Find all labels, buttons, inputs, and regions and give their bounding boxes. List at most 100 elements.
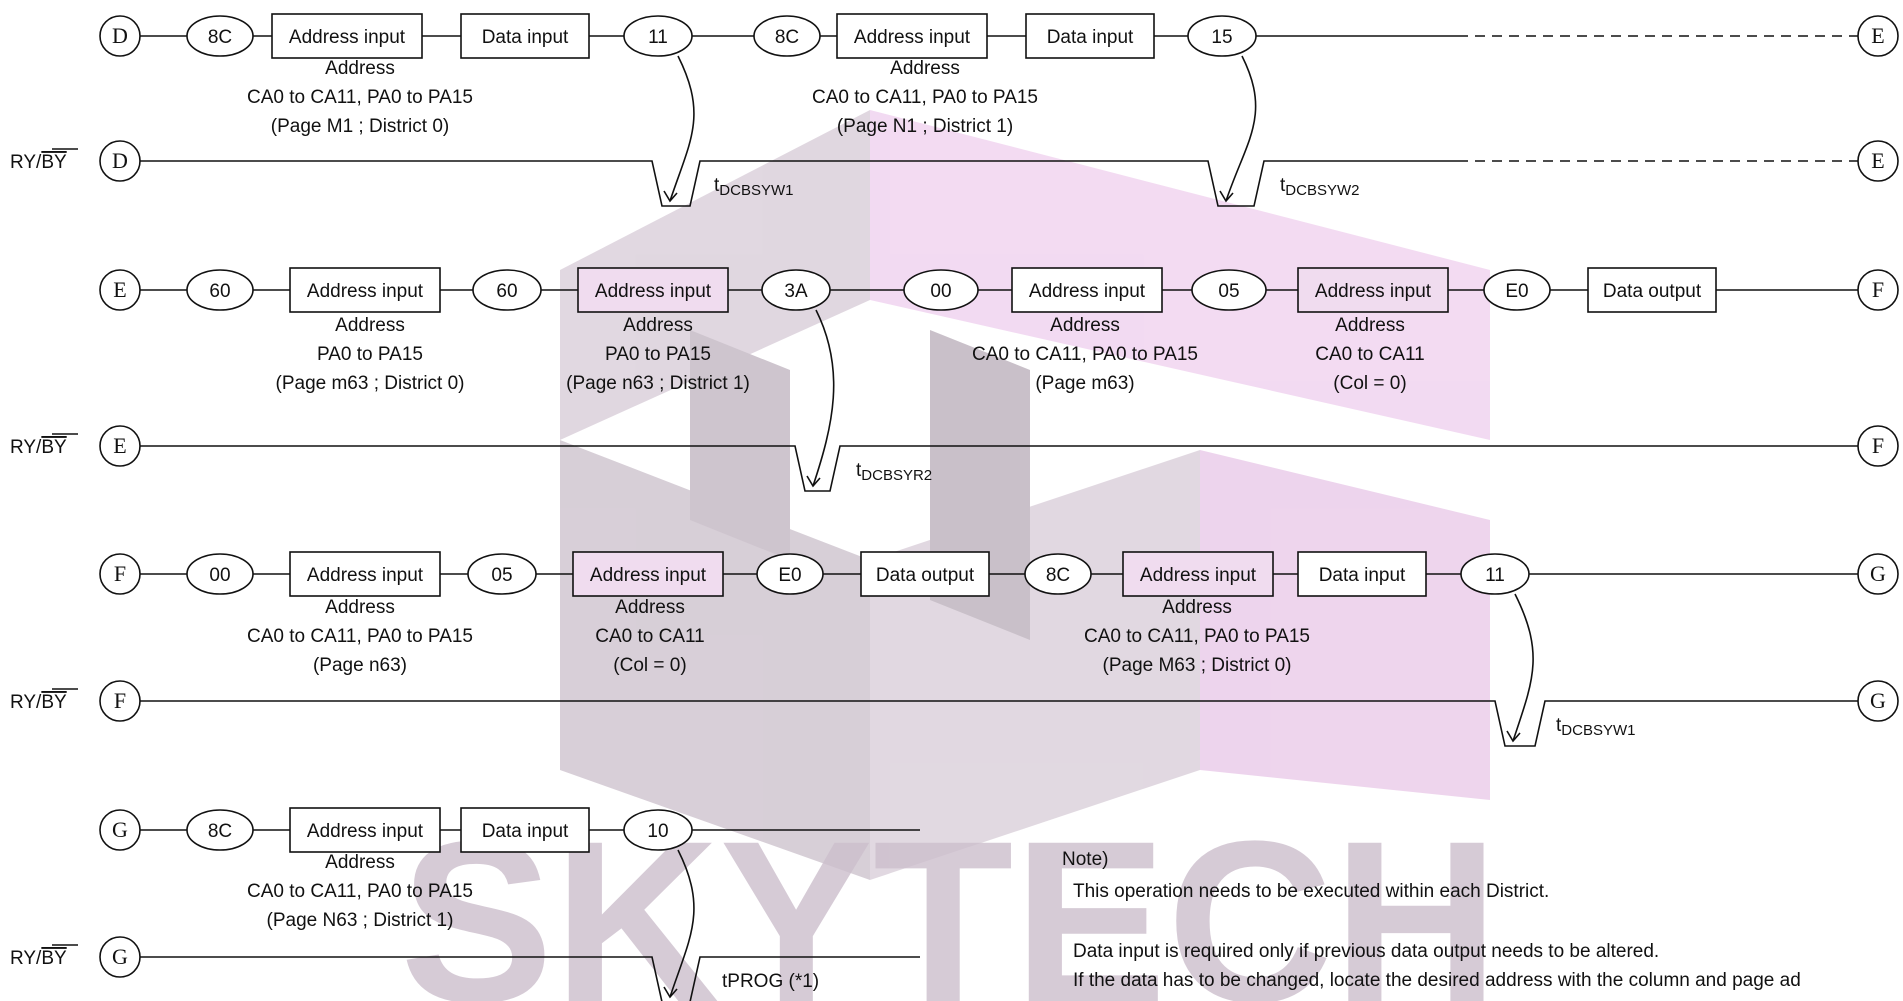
row-1-timing-label-2: tDCBSYW2 — [1280, 175, 1359, 199]
row-4-command-8c-0 — [186, 809, 254, 851]
row-2-caption-3-line-3: (Page m63) — [1035, 373, 1134, 394]
row-3-command-8c-6 — [1024, 553, 1092, 595]
row-2-ry-by-label: RY/BY — [10, 437, 67, 458]
row-3-address-input-7-label: Address input — [1140, 565, 1257, 586]
row-2-timing-label-1: tDCBSYR2 — [856, 460, 932, 484]
row-2-ry-connector-left-label: E — [113, 433, 126, 458]
row-4-ry-connector-left-label: G — [112, 944, 128, 969]
row-3-command-11-9-label: 11 — [1485, 565, 1505, 586]
row-1-timing-arrow-2 — [1225, 55, 1257, 202]
row-3-caption-1-line-2: CA0 to CA11, PA0 to PA15 — [247, 626, 473, 647]
row-2-address-input-8-label: Address input — [1315, 281, 1432, 302]
row-2-connector-right — [1857, 269, 1899, 311]
row-2-command-60-2-label: 60 — [496, 281, 517, 302]
row-4-caption-1-line-2: CA0 to CA11, PA0 to PA15 — [247, 881, 473, 902]
row-1-address-input-1-label: Address input — [289, 27, 406, 48]
row-1-caption-2-line-3: (Page N1 ; District 1) — [837, 116, 1013, 137]
row-3-connector-left-label: F — [114, 561, 126, 586]
note-line-2: Data input is required only if previous … — [1073, 941, 1660, 962]
row-2-data-output-10 — [1587, 267, 1717, 313]
row-2-address-input-8 — [1297, 267, 1449, 313]
row-4-connector-left-label: G — [112, 817, 128, 842]
row-2-ry-by-waveform — [140, 445, 1858, 492]
row-2-caption-1-line-1: Address — [335, 315, 405, 336]
row-1-command-8c-0 — [186, 15, 254, 57]
row-1-ry-by-waveform — [140, 160, 1458, 207]
row-4-connector-left — [99, 809, 141, 851]
row-4-caption-1-line-3: (Page N63 ; District 1) — [267, 910, 454, 931]
row-2-caption-1-line-2: PA0 to PA15 — [317, 344, 423, 365]
row-2-caption-2-line-2: PA0 to PA15 — [605, 344, 711, 365]
row-1-ry-connector-right-label: E — [1871, 148, 1884, 173]
row-1-command-15-7 — [1187, 15, 1257, 57]
note-line-1: This operation needs to be executed with… — [1073, 881, 1550, 902]
row-3-address-input-1 — [289, 551, 441, 597]
row-2-command-60-0-label: 60 — [209, 281, 230, 302]
row-2-command-05-7 — [1191, 269, 1267, 311]
row-1-address-input-5 — [836, 13, 988, 59]
row-3-data-output-5 — [860, 551, 990, 597]
row-2-command-00-5-label: 00 — [930, 281, 951, 302]
row-3-timing-label-1: tDCBSYW1 — [1556, 715, 1635, 739]
row-1-caption-1-line-2: CA0 to CA11, PA0 to PA15 — [247, 87, 473, 108]
row-4-address-input-1-label: Address input — [307, 821, 424, 842]
row-1-caption-1-line-3: (Page M1 ; District 0) — [271, 116, 449, 137]
row-1-timing-arrow-1 — [669, 55, 695, 202]
row-4-ry-by-waveform — [140, 956, 920, 1001]
row-3-command-00-0-label: 00 — [209, 565, 230, 586]
row-3-caption-2-line-3: (Col = 0) — [613, 655, 686, 676]
row-1-data-input-2-label: Data input — [482, 27, 569, 48]
row-3-caption-3-line-3: (Page M63 ; District 0) — [1103, 655, 1292, 676]
row-1-command-8c-0-label: 8C — [208, 27, 232, 48]
row-1-timing-arrowhead-1 — [663, 190, 678, 203]
row-2-data-output-10-label: Data output — [1603, 281, 1702, 302]
row-3-caption-2-line-2: CA0 to CA11 — [595, 626, 704, 647]
row-1-caption-2-line-1: Address — [890, 58, 960, 79]
row-4-timing-arrowhead-1 — [663, 986, 678, 999]
row-4-command-8c-0-label: 8C — [208, 821, 232, 842]
row-1-data-input-6 — [1025, 13, 1155, 59]
row-2-caption-3-line-1: Address — [1050, 315, 1120, 336]
row-2-connector-left-label: E — [113, 277, 126, 302]
row-2-connector-left — [99, 269, 141, 311]
row-3-caption-2-line-1: Address — [615, 597, 685, 618]
row-2-command-60-2 — [472, 269, 542, 311]
row-3-command-00-0 — [186, 553, 254, 595]
row-3-command-e0-4 — [756, 553, 824, 595]
row-2-command-e0-9 — [1483, 269, 1551, 311]
row-3-command-05-2 — [467, 553, 537, 595]
row-1-connector-right — [1857, 15, 1899, 57]
row-1-command-11-3-label: 11 — [648, 27, 668, 48]
row-2-address-input-3-label: Address input — [595, 281, 712, 302]
row-1-caption-1-line-1: Address — [325, 58, 395, 79]
row-3-connector-right — [1857, 553, 1899, 595]
row-2-caption-4-line-1: Address — [1335, 315, 1405, 336]
row-2-command-60-0 — [186, 269, 254, 311]
row-2-connector-right-label: F — [1872, 277, 1884, 302]
row-4-data-input-2 — [460, 807, 590, 853]
row-3-caption-1-line-3: (Page n63) — [313, 655, 407, 676]
row-1-connector-left — [99, 15, 141, 57]
row-3-command-11-9 — [1460, 553, 1530, 595]
row-1-connector-right-label: E — [1871, 23, 1884, 48]
row-4-data-input-2-label: Data input — [482, 821, 569, 842]
row-3-address-input-1-label: Address input — [307, 565, 424, 586]
row-2-caption-4-line-3: (Col = 0) — [1333, 373, 1406, 394]
row-3-data-input-8 — [1297, 551, 1427, 597]
row-1-caption-2-line-2: CA0 to CA11, PA0 to PA15 — [812, 87, 1038, 108]
row-3-data-output-5-label: Data output — [876, 565, 975, 586]
row-2-caption-4-line-2: CA0 to CA11 — [1315, 344, 1424, 365]
row-4-timing-label-1: tPROG (*1) — [722, 971, 819, 992]
row-3-address-input-7 — [1122, 551, 1274, 597]
note-title: Note) — [1062, 849, 1109, 870]
row-2-timing-arrow-1 — [812, 309, 835, 487]
row-3-connector-right-label: G — [1870, 561, 1886, 586]
note-line-3: If the data has to be changed, locate th… — [1073, 970, 1801, 991]
row-2-caption-1-line-3: (Page m63 ; District 0) — [276, 373, 465, 394]
row-1-ry-connector-left-label: D — [112, 148, 128, 173]
row-2-caption-2-line-3: (Page n63 ; District 1) — [566, 373, 750, 394]
row-1-command-15-7-label: 15 — [1211, 27, 1232, 48]
row-2-address-input-6 — [1011, 267, 1163, 313]
row-2-address-input-1 — [289, 267, 441, 313]
